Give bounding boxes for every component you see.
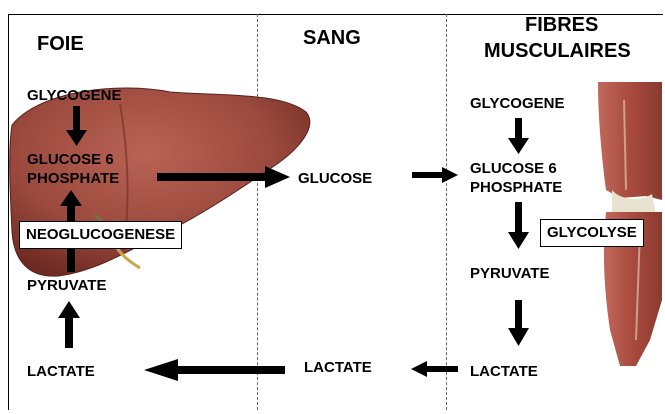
- arrow-foie-pyruvate-to-neo: [67, 248, 75, 272]
- arrow-foie-neo-to-g6p: [60, 190, 82, 221]
- arrow-sang-lactate-to-foie: [144, 359, 285, 381]
- arrow-foie-lactate-to-pyruvate: [58, 301, 80, 348]
- arrow-muscle-glycogene-to-g6p: [508, 118, 529, 154]
- arrow-glucose-to-muscle-g6p: [412, 167, 458, 183]
- arrow-muscle-lactate-to-sang: [411, 361, 458, 377]
- arrow-muscle-pyruvate-to-lactate: [508, 300, 529, 346]
- arrow-muscle-g6p-to-pyruvate: [508, 202, 529, 249]
- arrow-foie-glycogene-to-g6p: [66, 106, 87, 146]
- arrow-g6p-to-glucose: [157, 166, 290, 188]
